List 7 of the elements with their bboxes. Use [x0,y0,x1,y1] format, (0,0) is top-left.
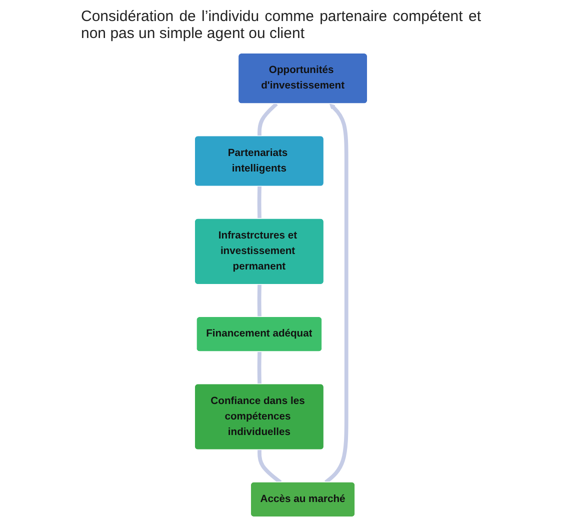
center-note: Considération de l’individu comme partenaire compétent et non pas un simple agent ou client [81,8,481,42]
connector [258,102,278,136]
connector [257,186,262,219]
connector [258,450,282,484]
connector [257,284,262,317]
arrow [324,104,348,484]
connector [257,352,262,384]
